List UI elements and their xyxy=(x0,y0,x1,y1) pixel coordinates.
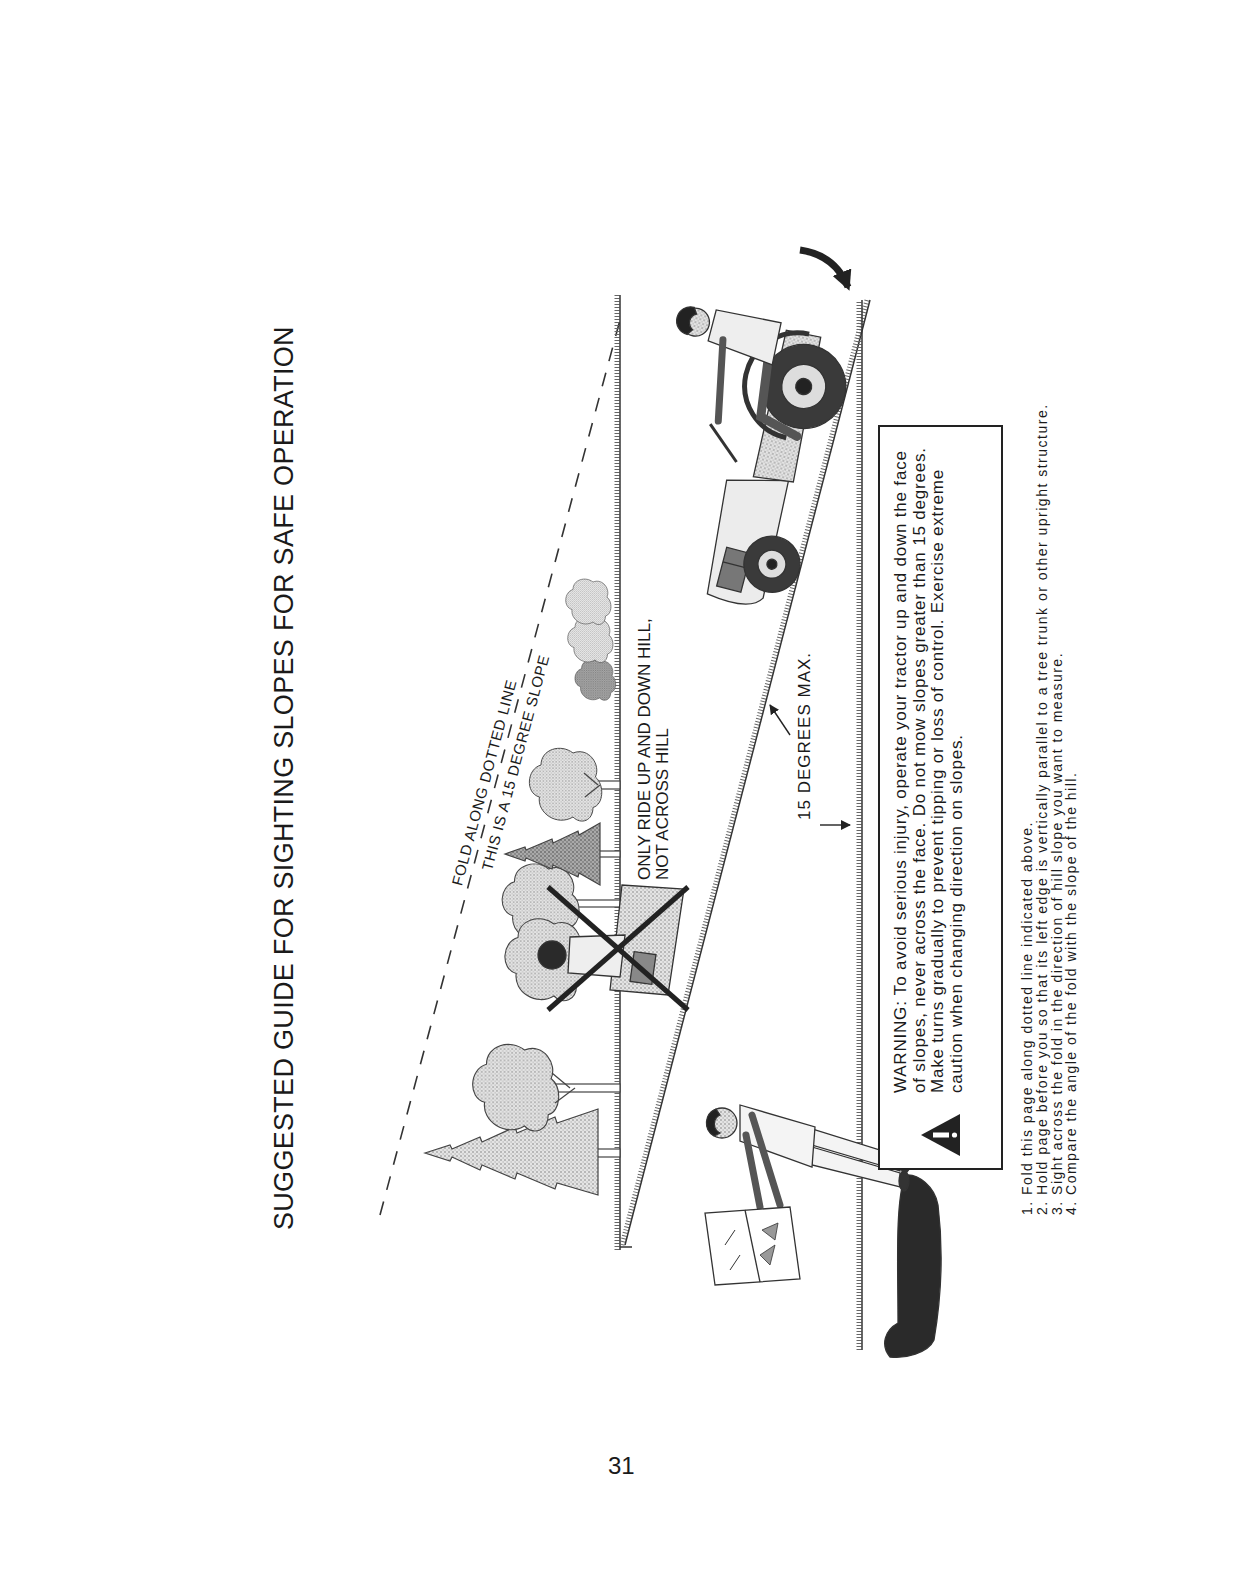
callout-text: ONLY RIDE UP AND DOWN HILL, NOT ACROSS H… xyxy=(636,600,672,880)
ground-lines xyxy=(617,295,870,1350)
man-with-page-part xyxy=(746,1135,760,1207)
crossed-tractor-part xyxy=(548,887,688,1010)
man-with-page-part xyxy=(760,1245,775,1265)
man-with-page-part xyxy=(707,1108,737,1138)
man-with-page-part xyxy=(730,1255,740,1270)
tractor-part xyxy=(738,530,806,598)
trees-part xyxy=(555,1088,575,1103)
man-with-page-part xyxy=(745,1210,760,1282)
man-with-page-part xyxy=(725,1230,735,1245)
ground-lines-part xyxy=(857,300,862,1350)
ground-lines-part xyxy=(622,300,867,1245)
ground-lines-part xyxy=(625,300,870,1245)
tractor-part xyxy=(777,360,831,414)
ground-lines-part xyxy=(615,295,620,1250)
fold-line xyxy=(380,320,620,1215)
warning-icon-part xyxy=(952,1132,957,1137)
direction-arrow xyxy=(800,250,848,287)
warning-icon-part xyxy=(921,1114,960,1156)
trees-part xyxy=(596,1149,620,1157)
ground-lines-part xyxy=(861,300,863,1350)
man-with-page-part xyxy=(752,1115,780,1205)
ground-lines-part xyxy=(620,1246,632,1248)
ground-lines-part xyxy=(619,295,621,1250)
page-title: SUGGESTED GUIDE FOR SIGHTING SLOPES FOR … xyxy=(268,326,300,1230)
trees-part xyxy=(473,1044,559,1130)
trees-part xyxy=(585,785,600,797)
warning-icon-part xyxy=(933,1133,949,1138)
trees-part xyxy=(584,773,598,785)
warning-icon xyxy=(918,1112,964,1158)
man-with-page-part xyxy=(762,1223,778,1240)
instruction-step: 2. Hold page before you so that its left… xyxy=(1035,385,1050,1215)
trees-part xyxy=(552,1073,570,1088)
warning-text: WARNING: To avoid serious injury, operat… xyxy=(892,438,966,1093)
man-with-page-part xyxy=(885,1175,941,1358)
tractor-part xyxy=(766,558,778,570)
tractor-part xyxy=(703,340,739,421)
tractor-part xyxy=(751,362,813,437)
instruction-step: 4. Compare the angle of the fold with th… xyxy=(1064,385,1079,1215)
tractor-part xyxy=(703,424,744,462)
page-number: 31 xyxy=(608,1452,635,1480)
instruction-step: 3. Sight across the fold in the directio… xyxy=(1050,385,1065,1215)
man-with-page-part xyxy=(705,1207,800,1285)
trees-part xyxy=(598,851,620,857)
tractor-part xyxy=(755,547,789,581)
warning-box: WARNING: To avoid serious injury, operat… xyxy=(878,425,1003,1170)
man-with-page-part xyxy=(706,1109,720,1136)
crossed-tractor-part xyxy=(538,941,566,969)
trees-part xyxy=(568,617,613,663)
trees-part xyxy=(575,659,616,700)
trees-part xyxy=(566,579,611,625)
crossed-tractor xyxy=(538,885,688,1010)
crossed-tractor-part xyxy=(548,887,688,1010)
tractor-part xyxy=(794,377,814,397)
man-with-page-part xyxy=(899,1171,909,1191)
trees xyxy=(425,579,620,1195)
tractor-part xyxy=(674,304,698,336)
instruction-list: 1. Fold this page along dotted line indi… xyxy=(1020,385,1079,1215)
trees-part xyxy=(505,823,600,885)
trees-part xyxy=(529,748,601,821)
tractor xyxy=(611,297,858,617)
angle-arrow xyxy=(770,705,790,735)
tractor-part xyxy=(706,306,783,365)
angle-arrow xyxy=(820,824,850,825)
instruction-step: 1. Fold this page along dotted line indi… xyxy=(1020,385,1035,1215)
callout-text: 15 DEGREES MAX. xyxy=(795,652,815,820)
